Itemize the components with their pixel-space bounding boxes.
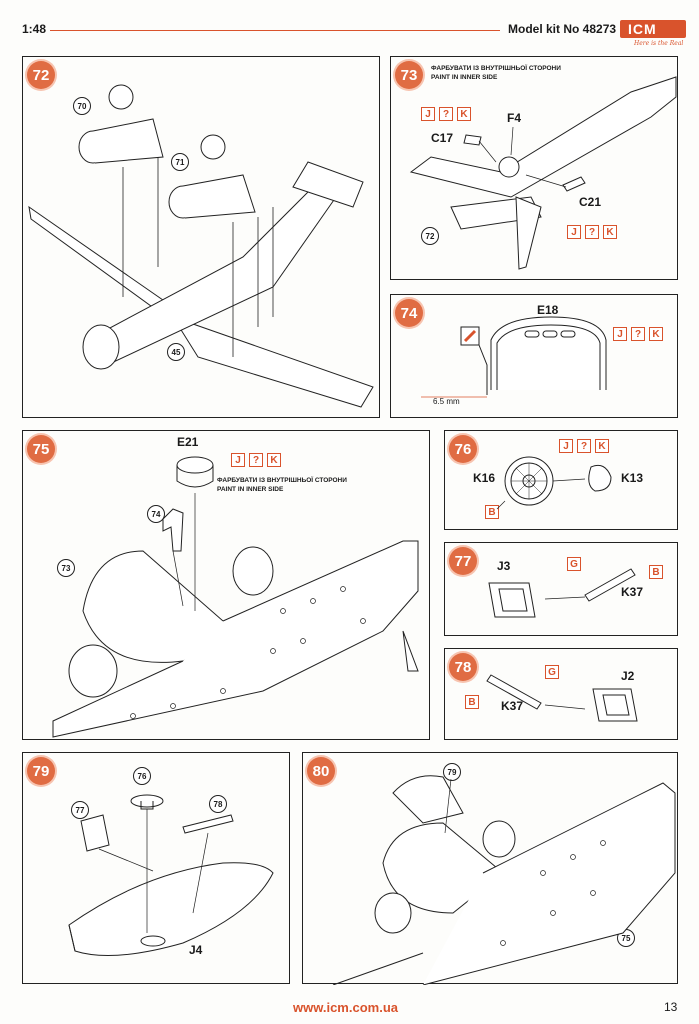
part-j4: J4 — [189, 943, 203, 957]
brand-logo: ICM Here is the Real — [620, 12, 686, 50]
part-k13: K13 — [621, 471, 644, 485]
step-number: 79 — [27, 757, 55, 785]
ref-72: 72 — [421, 227, 439, 245]
kit-number: Model kit No 48273 — [508, 22, 617, 36]
ref-74: 74 — [147, 505, 165, 523]
note-en: PAINT IN INNER SIDE — [217, 486, 284, 493]
step-79-panel: 79 76 77 78 J4 — [22, 752, 290, 984]
ref-71: 71 — [171, 153, 189, 171]
step-78-drawing — [486, 674, 638, 722]
part-c17: C17 — [431, 131, 454, 145]
step-75-drawing — [52, 456, 419, 738]
step-72-panel: 72 70 71 45 — [22, 56, 380, 418]
step-number: 80 — [307, 757, 335, 785]
logo-text: ICM — [628, 21, 657, 37]
color-code: B — [465, 695, 479, 709]
ref-77: 77 — [71, 801, 89, 819]
color-code: B — [485, 505, 499, 519]
logo-background — [620, 20, 686, 38]
step-77-panel: 77 J3 K37 G B — [444, 542, 678, 636]
color-code: J — [421, 107, 435, 121]
part-e18: E18 — [537, 303, 559, 317]
part-k37: K37 — [621, 585, 644, 599]
note-ua: ФАРБУВАТИ ІЗ ВНУТРІШНЬОЇ СТОРОНИ — [217, 477, 347, 484]
step-number: 77 — [449, 547, 477, 575]
color-code: J — [559, 439, 573, 453]
logo-tagline: Here is the Real — [634, 40, 684, 47]
color-code: J — [613, 327, 627, 341]
color-code: ? — [631, 327, 645, 341]
color-code: ? — [585, 225, 599, 239]
color-code: K — [267, 453, 281, 467]
step-number: 76 — [449, 435, 477, 463]
step-80-drawing — [332, 775, 676, 985]
step-72-drawing — [28, 84, 374, 408]
color-code: ? — [439, 107, 453, 121]
step-76-drawing — [496, 456, 612, 510]
step-76-panel: 76 J ? K K16 K13 B — [444, 430, 678, 530]
ref-73: 73 — [57, 559, 75, 577]
color-code: J — [567, 225, 581, 239]
ref-79: 79 — [443, 763, 461, 781]
part-k16: K16 — [473, 471, 496, 485]
part-j3: J3 — [497, 559, 511, 573]
ref-70: 70 — [73, 97, 91, 115]
part-k37: K37 — [501, 699, 524, 713]
step-number: 74 — [395, 299, 423, 327]
color-code: K — [595, 439, 609, 453]
part-e21: E21 — [177, 435, 199, 449]
color-code: J — [231, 453, 245, 467]
color-code: G — [545, 665, 559, 679]
step-75-panel: 75 E21 J ? K ФАРБУВАТИ ІЗ ВНУТРІШНЬОЇ СТ… — [22, 430, 430, 740]
step-74-drawing — [421, 316, 607, 398]
color-code: K — [603, 225, 617, 239]
note-en: PAINT IN INNER SIDE — [431, 74, 498, 81]
ref-45: 45 — [167, 343, 185, 361]
step-77-drawing — [488, 568, 636, 618]
color-code: K — [649, 327, 663, 341]
page-number: 13 — [664, 1000, 678, 1014]
step-number: 75 — [27, 435, 55, 463]
step-73-drawing — [409, 76, 677, 270]
step-79-drawing — [68, 794, 274, 956]
color-code: G — [567, 557, 581, 571]
part-f4: F4 — [507, 111, 522, 125]
step-number: 72 — [27, 61, 55, 89]
scale-label: 1:48 — [22, 22, 47, 36]
part-c21: C21 — [579, 195, 602, 209]
step-78-panel: 78 G B K37 J2 — [444, 648, 678, 740]
color-code: ? — [577, 439, 591, 453]
step-number: 78 — [449, 653, 477, 681]
color-code: ? — [249, 453, 263, 467]
dimension-label: 6.5 mm — [433, 397, 460, 406]
step-number: 73 — [395, 61, 423, 89]
part-j2: J2 — [621, 669, 635, 683]
website-url[interactable]: www.icm.com.ua — [293, 1000, 398, 1015]
step-80-panel: 80 79 75 — [302, 752, 678, 985]
step-74-panel: 74 E18 J ? K 6.5 mm — [390, 294, 678, 418]
header-rule — [50, 30, 500, 31]
note-ua: ФАРБУВАТИ ІЗ ВНУТРІШНЬОЇ СТОРОНИ — [431, 65, 561, 72]
color-code: K — [457, 107, 471, 121]
ref-78: 78 — [209, 795, 227, 813]
ref-76: 76 — [133, 767, 151, 785]
color-code: B — [649, 565, 663, 579]
step-73-panel: 73 ФАРБУВАТИ ІЗ ВНУТРІШНЬОЇ СТОРОНИ PAIN… — [390, 56, 678, 280]
